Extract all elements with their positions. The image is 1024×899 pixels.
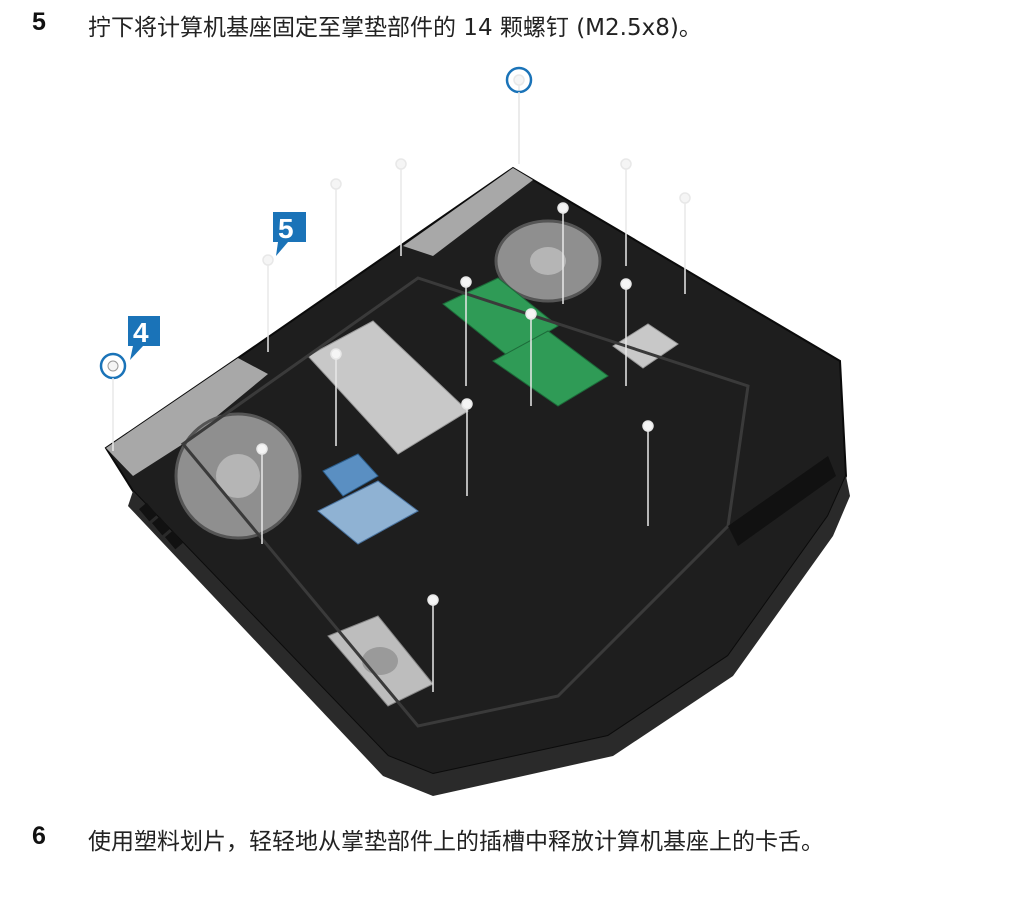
step-6: 6 使用塑料划片，轻轻地从掌垫部件上的插槽中释放计算机基座上的卡舌。 (0, 816, 1024, 862)
screw (620, 158, 632, 266)
m2-ssd (612, 323, 679, 369)
wireless-card (322, 453, 379, 497)
screw (330, 348, 342, 446)
system-board-strip (317, 480, 419, 545)
top-hinge-cover (403, 168, 533, 256)
step-number: 5 (32, 8, 46, 36)
step-instruction: 拧下将计算机基座固定至掌垫部件的 14 颗螺钉 (M2.5x8)。 (88, 15, 702, 41)
screw (620, 278, 632, 386)
memory-module-a (442, 277, 559, 357)
highlighted-screw-left (99, 352, 127, 451)
callout-4: 4 (128, 316, 160, 360)
screw (427, 594, 439, 692)
laptop-base-illustration: 5 4 (88, 56, 858, 798)
screws (256, 74, 691, 692)
step-instruction: 使用塑料划片，轻轻地从掌垫部件上的插槽中释放计算机基座上的卡舌。 (88, 829, 824, 855)
chassis-front-edge (128, 476, 850, 796)
step-5: 5 拧下将计算机基座固定至掌垫部件的 14 颗螺钉 (M2.5x8)。 (0, 2, 1024, 48)
side-vents (728, 456, 836, 546)
screw (679, 192, 691, 294)
screw (557, 202, 569, 304)
screw (642, 420, 654, 526)
highlighted-screw-top (505, 66, 533, 164)
screw (461, 398, 473, 496)
illustration-canvas: 5 4 (99, 66, 850, 796)
screw (395, 158, 407, 256)
screw (525, 308, 537, 406)
callout-label: 4 (133, 317, 149, 348)
callout-label: 5 (278, 213, 294, 244)
screw (262, 254, 274, 352)
left-ports (139, 502, 183, 550)
screw (330, 178, 342, 288)
callout-5: 5 (273, 212, 306, 256)
step-number: 6 (32, 822, 46, 850)
drive-bay (307, 320, 469, 455)
screw (256, 443, 268, 544)
memory-module-b (492, 330, 609, 407)
left-hinge-cover (106, 358, 268, 476)
screw (460, 276, 472, 386)
